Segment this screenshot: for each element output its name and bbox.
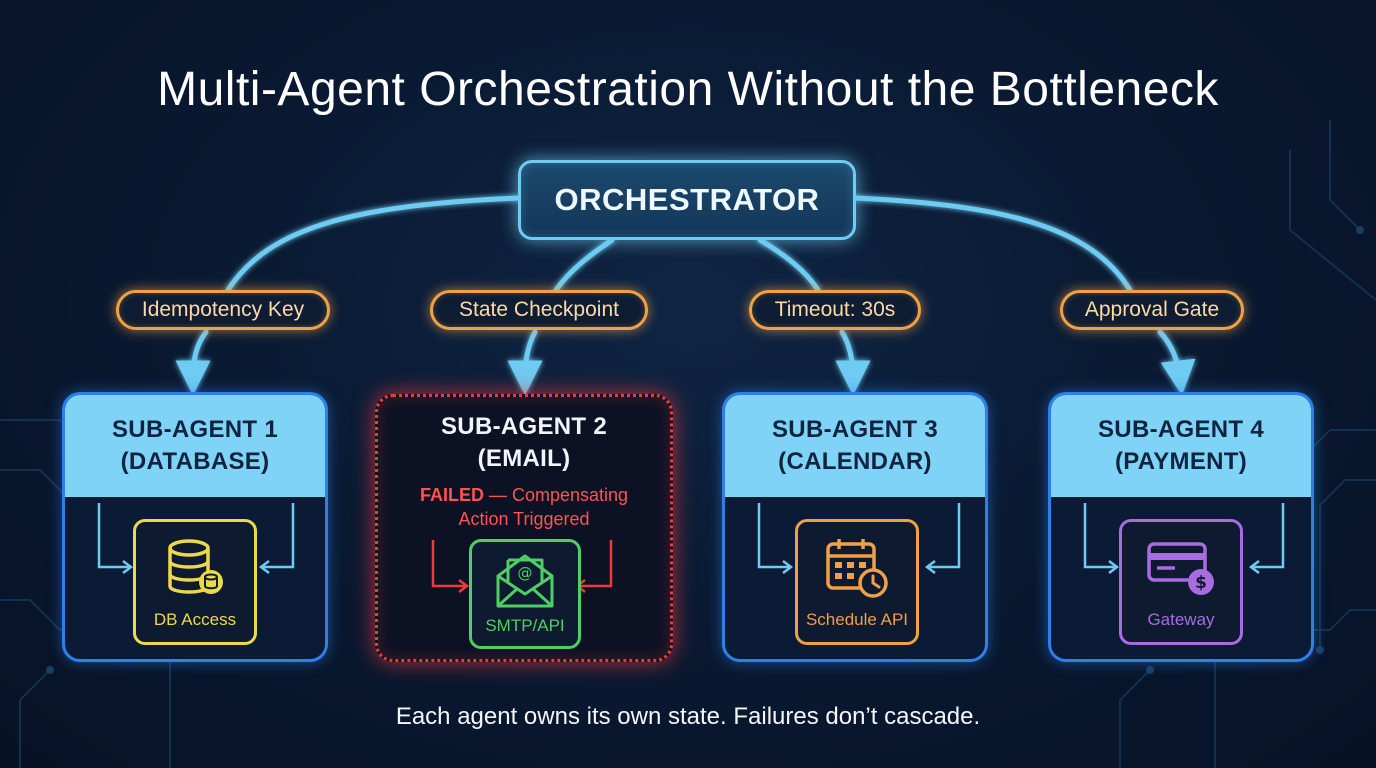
sub-agent-2-subtitle: (EMAIL) [477,445,571,472]
sub-agent-4-title: SUB-AGENT 4 [1098,416,1264,443]
sub-agent-1-title: SUB-AGENT 1 [112,416,278,443]
sub-agent-4-subtitle: (PAYMENT) [1114,448,1248,475]
credit-card-icon: $ [1147,542,1214,595]
edge-label-idempotency-key: Idempotency Key [116,290,330,330]
connector-agent-4-arrow [1157,329,1196,396]
edge-label-timeout: Timeout: 30s [749,290,921,330]
connector-agent-4 [853,195,1133,293]
gateway-label: Gateway [1147,610,1215,629]
envelope-icon: @ [496,554,554,608]
sub-agent-4-header: SUB-AGENT 4 (PAYMENT) [1051,395,1311,497]
connector-agent-1 [225,195,521,293]
failure-status: FAILED — Compensating Action Triggered [378,483,670,531]
connector-agent-1-arrow [175,329,211,396]
sub-agent-3-subtitle: (CALENDAR) [778,448,932,475]
orchestrator-node: ORCHESTRATOR [518,160,856,240]
smtp-api-label: SMTP/API [485,616,565,635]
connector-agent-3-arrow [835,329,871,396]
db-access-tool: DB Access [133,519,257,645]
db-access-label: DB Access [153,610,237,629]
database-icon [168,539,223,594]
sub-agent-4-card: SUB-AGENT 4 (PAYMENT) $ Gateway [1048,392,1314,662]
sub-agent-3-header: SUB-AGENT 3 (CALENDAR) [725,395,985,497]
connector-agent-2 [553,237,615,293]
sub-agent-1-io-arrows [97,503,295,574]
failure-status-text: — Compensating [483,485,629,505]
schedule-api-tool: Schedule API [795,519,919,645]
sub-agent-1-subtitle: (DATABASE) [120,448,270,475]
sub-agent-4-io-arrows [1083,503,1285,574]
schedule-api-label: Schedule API [805,610,909,629]
connector-agent-3 [757,237,821,293]
edge-label-approval-gate: Approval Gate [1060,290,1244,330]
sub-agent-1-header: SUB-AGENT 1 (DATABASE) [65,395,325,497]
sub-agent-1-card: SUB-AGENT 1 (DATABASE) DB Access [62,392,328,662]
page-title: Multi-Agent Orchestration Without the Bo… [157,63,1219,116]
failed-badge: FAILED [419,485,484,505]
sub-agent-3-card: SUB-AGENT 3 (CALENDAR) Schedule API [722,392,988,662]
sub-agent-2-header: SUB-AGENT 2 (EMAIL) [378,411,670,475]
failure-status-line2: Action Triggered [458,509,590,529]
sub-agent-3-io-arrows [757,503,961,574]
edge-label-state-checkpoint: State Checkpoint [430,290,648,330]
calendar-clock-icon [826,539,888,598]
svg-text:@: @ [518,564,533,582]
gateway-tool: $ Gateway [1119,519,1243,645]
connector-agent-2-arrow [507,329,543,396]
smtp-api-tool: @ SMTP/API [469,539,581,649]
sub-agent-2-card: SUB-AGENT 2 (EMAIL) FAILED — Compensatin… [375,394,673,662]
svg-text:$: $ [1195,573,1207,593]
footer-caption: Each agent owns its own state. Failures … [395,703,981,730]
sub-agent-2-title: SUB-AGENT 2 [441,413,607,440]
sub-agent-3-title: SUB-AGENT 3 [772,416,938,443]
